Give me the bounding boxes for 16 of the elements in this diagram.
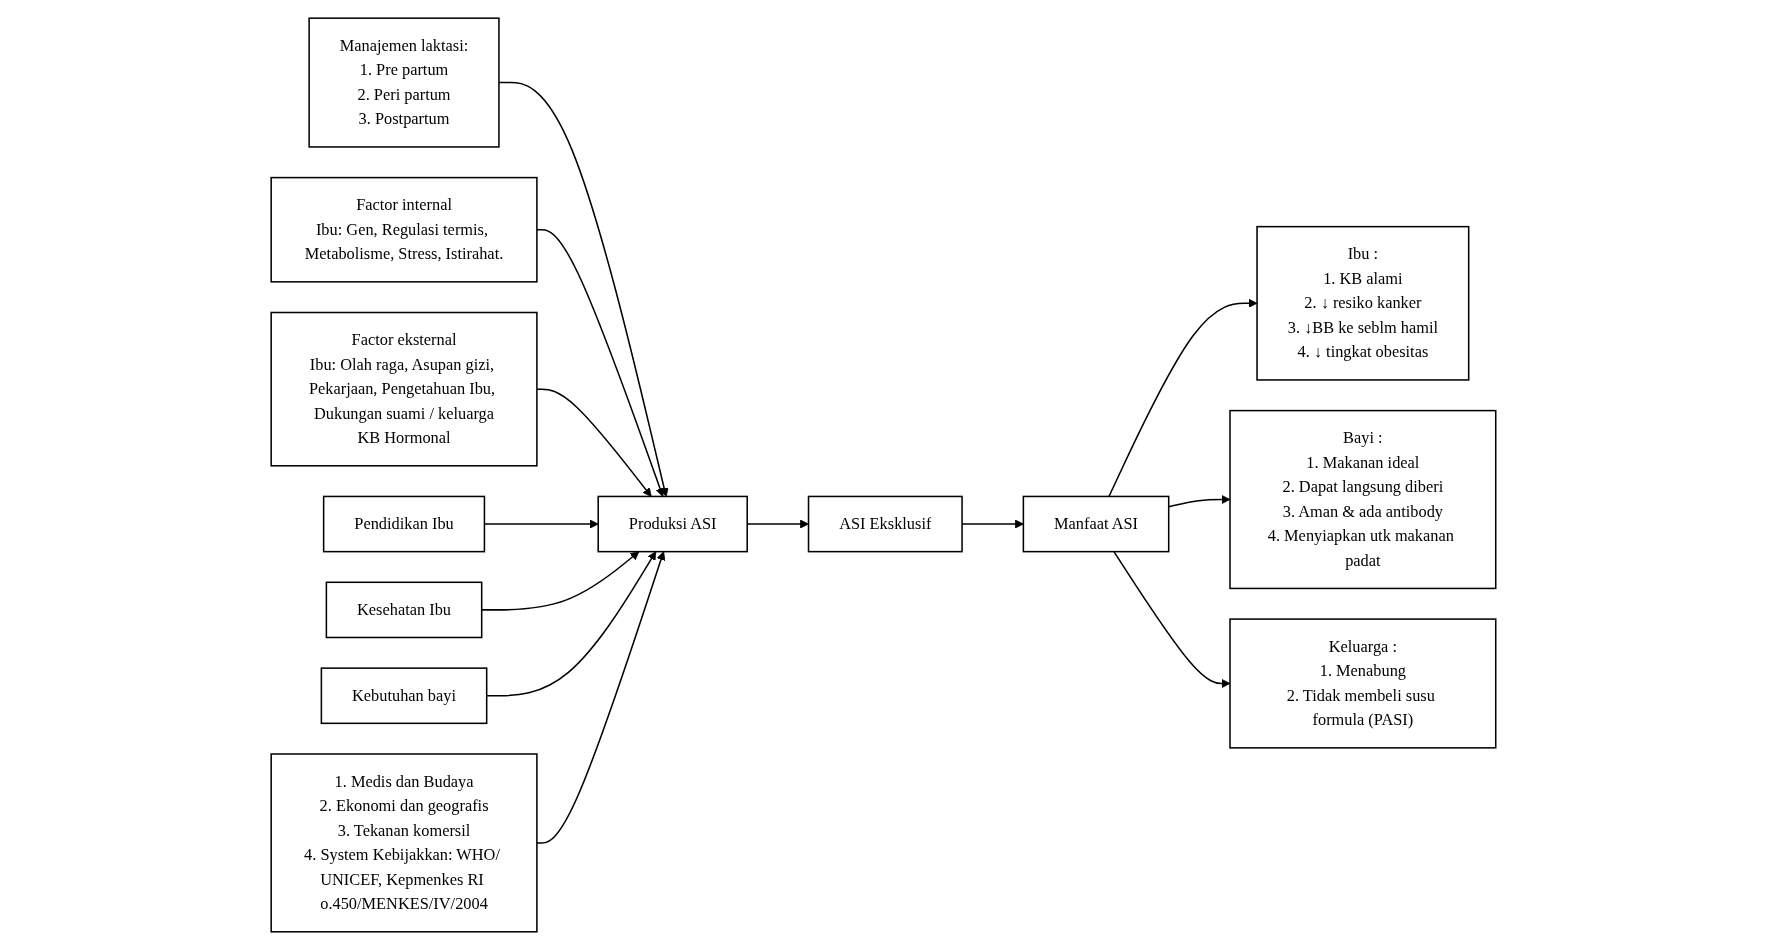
node-box: Factor eksternal Ibu: Olah raga, Asupan gizi, Pekarjaan, Pengetahuan Ibu, Dukungan suami / keluarga KB Hormonal	[269, 311, 538, 467]
node-box: Kebutuhan bayi	[320, 667, 487, 725]
arrow	[1107, 298, 1257, 498]
node-box: 1. Medis dan Budaya 2. Ekonomi dan geografis 3. Tekanan komersil 4. System Kebijakkan: WHO/ UNICEF, Kepmenkes RI o.450/MENKES/IV/2004	[269, 753, 538, 933]
node-box: Ibu : 1. KB alami 2. ↓ resiko kanker 3. ↓BB ke seblm hamil 4. ↓ tingkat obesitas	[1255, 225, 1469, 381]
node-box: Produksi ASI	[597, 495, 748, 553]
node-box: Factor internal Ibu: Gen, Regulasi termis, Metabolisme, Stress, Istirahat.	[269, 176, 538, 283]
node-box: Pendidikan Ibu	[322, 495, 485, 553]
node-box: Manfaat ASI	[1022, 495, 1169, 553]
arrow	[746, 519, 809, 529]
node-box: Kesehatan Ibu	[325, 581, 482, 639]
node-box: ASI Eksklusif	[807, 495, 963, 553]
node-box: Manajemen laktasi: 1. Pre partum 2. Peri partum 3. Postpartum	[307, 17, 500, 148]
node-box: Bayi : 1. Makanan ideal 2. Dapat langsung diberi 3. Aman & ada antibody 4. Menyiapkan utk makanan padat	[1228, 409, 1497, 590]
arrow	[1112, 550, 1230, 688]
node-box: Keluarga : 1. Menabung 2. Tidak membeli susu formula (PASI)	[1228, 618, 1497, 749]
